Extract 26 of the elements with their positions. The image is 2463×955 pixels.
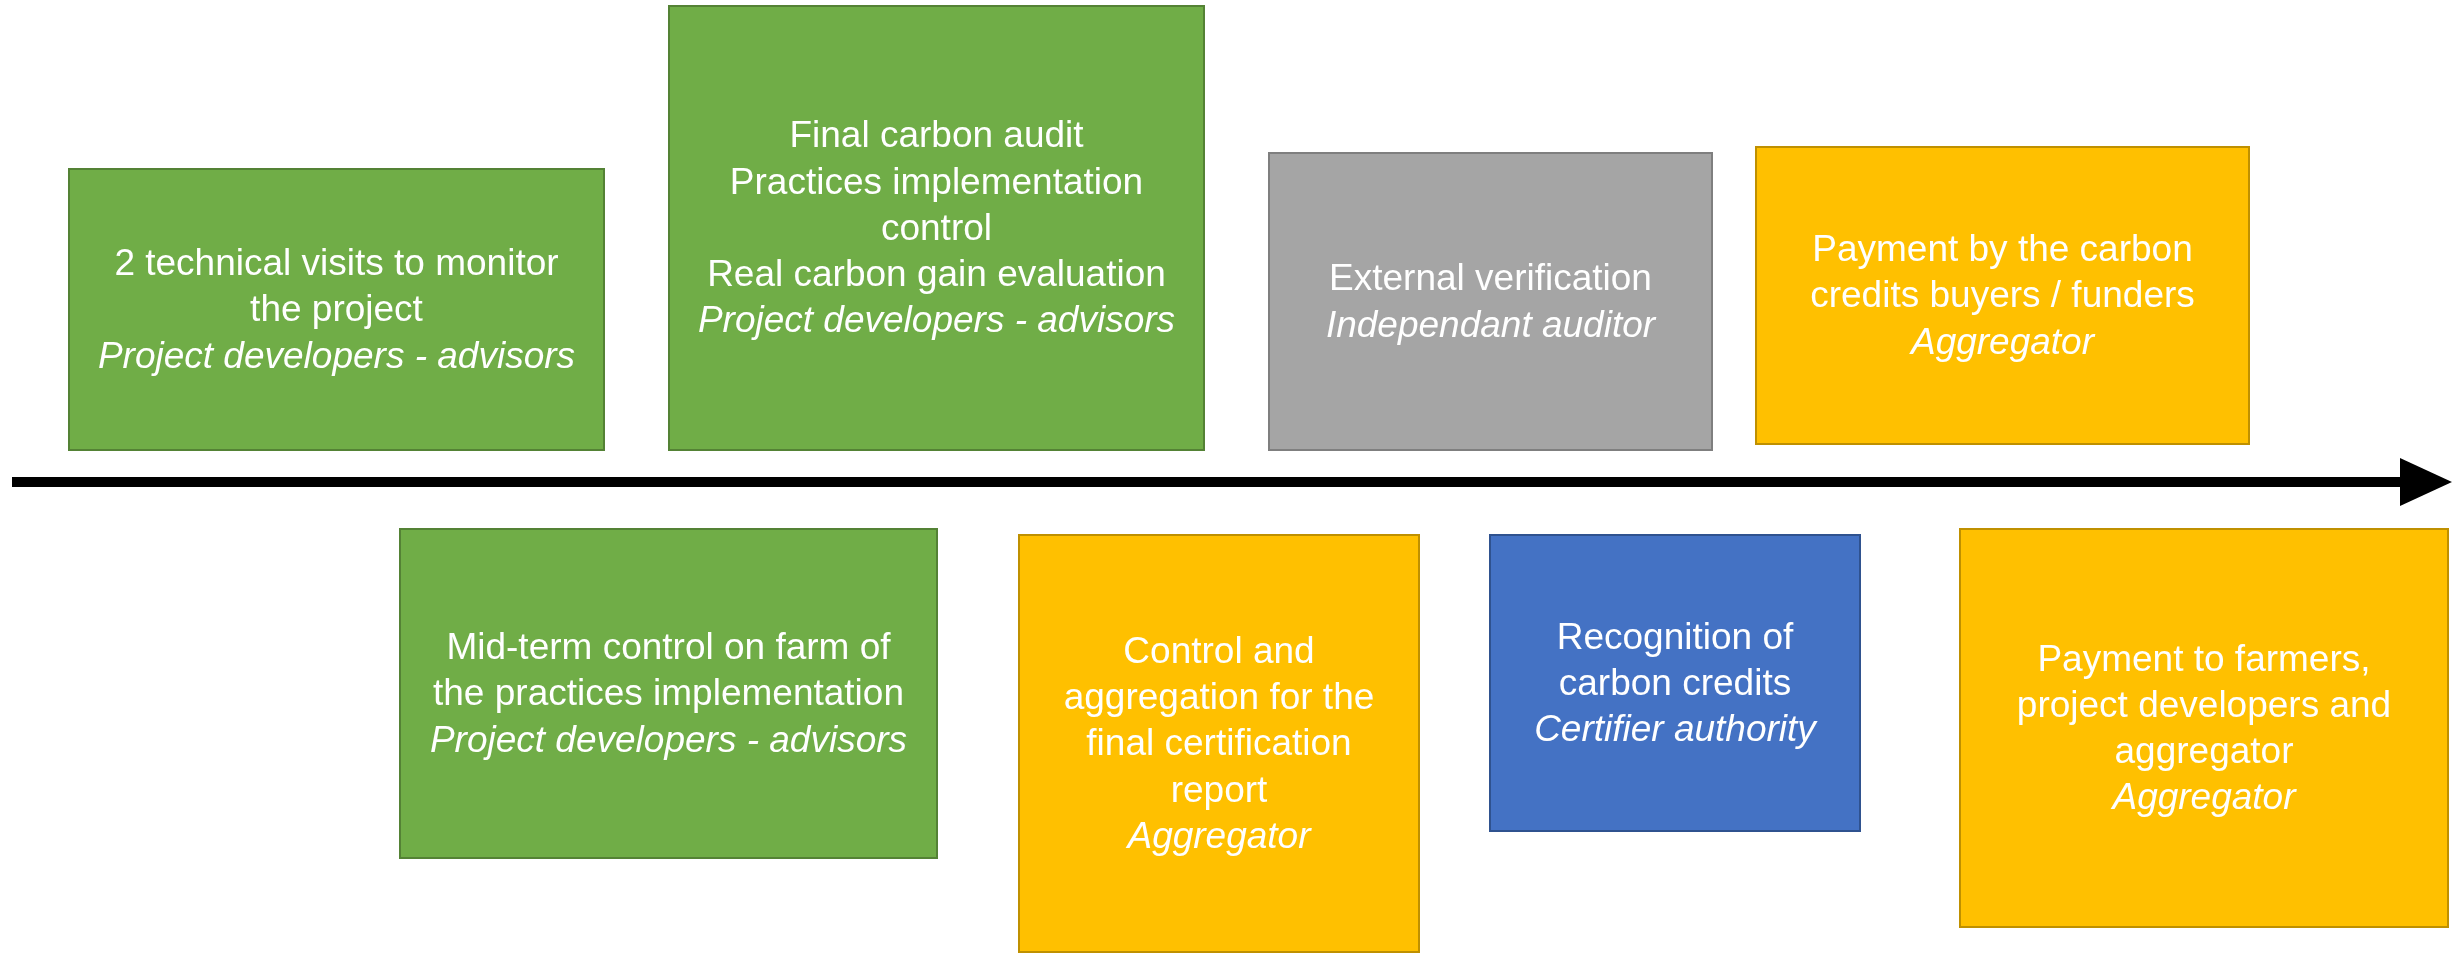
actor-text: Aggregator (1910, 319, 2095, 364)
step-text: Practices implementation control (728, 159, 1145, 250)
step-box (68, 168, 605, 451)
step-box (1489, 534, 1861, 832)
step-text: Control and aggregation for the final certification report (1062, 628, 1376, 812)
step-text: Recognition of carbon credits (1555, 614, 1795, 705)
step-text: Mid-term control on farm of the practices implementation (432, 625, 905, 716)
step-text: 2 technical visits to monitor the project (113, 241, 560, 332)
step-box (1959, 528, 2449, 928)
actor-text: Aggregator (1127, 813, 1311, 858)
step-text: Real carbon gain evaluation (707, 252, 1166, 297)
step-box (668, 5, 1205, 451)
step-box (399, 528, 938, 859)
step-text: External verification (1329, 256, 1652, 301)
step-box (1755, 146, 2250, 445)
step-box (1268, 152, 1713, 451)
actor-text: Aggregator (2112, 775, 2296, 820)
actor-text: Independant auditor (1325, 302, 1656, 347)
actor-text: Project developers - advisors (97, 333, 576, 378)
step-text: Payment to farmers, project developers and aggregator (2015, 636, 2393, 773)
step-text: Payment by the carbon credits buyers / funders (1809, 227, 2196, 318)
actor-text: Project developers - advisors (429, 717, 908, 762)
actor-text: Project developers - advisors (697, 298, 1176, 343)
step-box (1018, 534, 1420, 953)
actor-text: Certifier authority (1534, 707, 1816, 752)
step-text: Final carbon audit (789, 113, 1084, 158)
